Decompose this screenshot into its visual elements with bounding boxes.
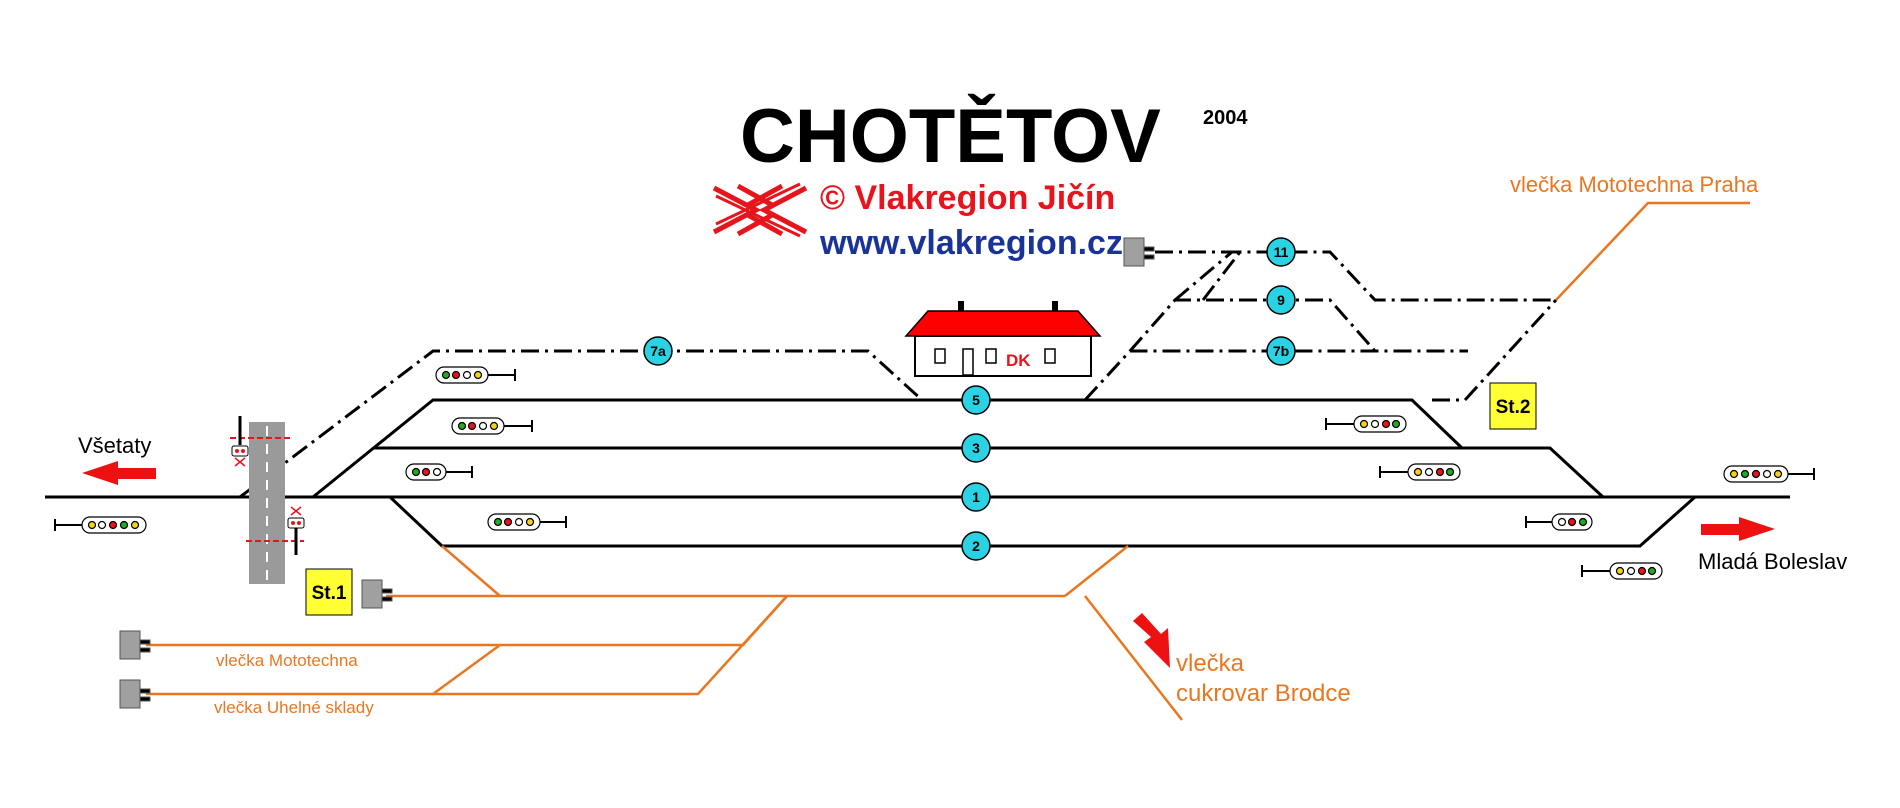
siding-mototechna-line [146, 595, 788, 647]
signal-track-5-right [1325, 415, 1407, 433]
badge-track-3: 3 [961, 433, 991, 463]
svg-text:9: 9 [1277, 292, 1285, 308]
badge-track-7a: 7a [643, 336, 673, 366]
signal-box-st2: St.2 [1489, 382, 1537, 430]
secondary-tracks [239, 250, 1558, 499]
badge-track-11: 11 [1266, 237, 1296, 267]
siding-label-cukrovar-1: vlečka [1176, 650, 1245, 677]
direction-left-label: Všetaty [78, 433, 151, 458]
arrow-right-icon [1701, 517, 1775, 541]
copyright-label: © Vlakregion Jičín [820, 179, 1115, 217]
buffer-stop-track-11 [1123, 237, 1155, 267]
signal-track-7a [435, 366, 516, 384]
buffer-stops [119, 237, 1155, 709]
siding-cukrovar-line [1084, 595, 1183, 721]
badge-track-9: 9 [1266, 285, 1296, 315]
signal-track-2-right [1581, 562, 1663, 580]
svg-text:7b: 7b [1273, 343, 1289, 359]
track-11-line [1174, 250, 1556, 302]
siding-label-mototechna-praha: vlečka Mototechna Praha [1510, 172, 1759, 197]
siding-mototechna-praha-line [1555, 201, 1750, 301]
website-label[interactable]: www.vlakregion.cz [819, 224, 1123, 262]
svg-text:St.2: St.2 [1496, 397, 1531, 418]
track-to-st2 [1432, 298, 1558, 402]
buffer-stop-mototechna [119, 630, 151, 660]
signal-track-3-left [405, 463, 473, 481]
building-label: DK [1006, 351, 1031, 370]
badge-track-2: 2 [961, 531, 991, 561]
level-crossing [230, 416, 305, 584]
track-9-line [1128, 298, 1377, 352]
direction-right-label: Mladá Boleslav [1698, 549, 1847, 574]
siding-uhelne-cross [432, 643, 501, 696]
track-11-branch [1201, 251, 1242, 301]
station-title: CHOTĚTOV [740, 93, 1161, 179]
siding-uhelne-line [146, 595, 788, 696]
year-label: 2004 [1203, 107, 1248, 129]
vlakregion-logo-icon [712, 182, 808, 238]
signal-track-5-left [451, 417, 533, 435]
railway-signals [54, 366, 1815, 580]
badge-track-1: 1 [961, 482, 991, 512]
svg-text:1: 1 [972, 489, 980, 505]
svg-text:11: 11 [1274, 244, 1289, 260]
signal-entry-left [54, 516, 147, 534]
svg-text:5: 5 [972, 392, 980, 408]
siding-label-cukrovar-2: cukrovar Brodce [1176, 680, 1351, 707]
arrow-left-icon [82, 461, 156, 485]
signal-track-3-right [1379, 463, 1461, 481]
signal-entry-right [1723, 465, 1815, 483]
siding-from-track2-right [1064, 545, 1129, 597]
main-tracks [45, 398, 1790, 548]
station-building: DK [904, 301, 1102, 377]
siding-label-mototechna: vlečka Mototechna [216, 651, 358, 670]
buffer-stop-st1 [361, 579, 393, 609]
signal-track-1-left [487, 513, 567, 531]
svg-text:St.1: St.1 [312, 583, 347, 604]
track-badges: 11 9 7a 7b 5 3 1 2 [643, 237, 1296, 561]
buffer-stop-uhelne [119, 679, 151, 709]
siding-from-track2-left [441, 545, 501, 597]
signal-box-st1: St.1 [305, 568, 353, 616]
track-2-line [388, 495, 1696, 548]
siding-label-uhelne: vlečka Uhelné sklady [214, 698, 374, 717]
badge-track-5: 5 [961, 385, 991, 415]
badge-track-7b: 7b [1266, 336, 1296, 366]
track-3-line [1462, 446, 1605, 499]
signal-track-1-right [1525, 513, 1593, 531]
siding-lines [146, 201, 1750, 721]
svg-text:7a: 7a [650, 343, 666, 359]
arrow-cukrovar-icon [1133, 613, 1170, 668]
svg-text:3: 3 [972, 440, 980, 456]
svg-text:2: 2 [972, 538, 980, 554]
